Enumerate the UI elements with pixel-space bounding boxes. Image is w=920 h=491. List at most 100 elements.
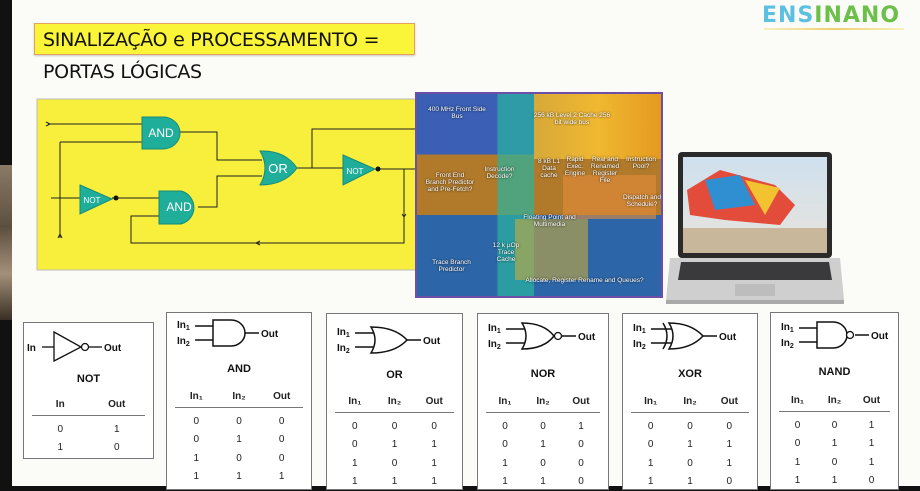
truth-table-cell: 1 <box>816 475 853 486</box>
truth-table-cell: 1 <box>524 439 562 450</box>
input2-label: In2 <box>337 343 350 355</box>
logic-circuit-diagram: AND AND OR NOT NOT <box>30 90 420 280</box>
column-header: In₂ <box>816 395 853 406</box>
truth-table-cell: 0 <box>32 424 89 435</box>
output-label: Out <box>719 332 737 343</box>
or-gate-symbol: In1 In2 Out <box>335 324 464 358</box>
ensinano-logo: ENSINANO <box>762 3 900 28</box>
truth-table-cell: 0 <box>335 439 375 450</box>
truth-table-cell: 0 <box>175 434 218 445</box>
truth-table-cell: 1 <box>779 475 816 486</box>
chip-label: Instruction Decode? <box>477 166 522 180</box>
input2-label: In2 <box>488 339 501 351</box>
truth-table-cell: 1 <box>89 424 146 435</box>
chip-label: 400 MHz Front Side Bus <box>427 106 487 120</box>
logo-part2: INANO <box>814 3 900 28</box>
truth-table-cell: 1 <box>335 476 375 487</box>
truth-table-cell: 1 <box>375 439 415 450</box>
truth-table-cell: 0 <box>218 453 261 464</box>
logo-part1: ENS <box>762 3 814 28</box>
column-header: Out <box>710 396 749 407</box>
output-label: Out <box>871 331 889 342</box>
chip-label: Trace Branch Predictor <box>429 259 474 273</box>
gate-name: NOT <box>24 373 153 385</box>
webcam-thumbnail <box>0 165 12 320</box>
and-gate-symbol: In1 In2 Out <box>175 317 313 351</box>
column-header: In₂ <box>375 396 415 407</box>
input2-label: In2 <box>633 339 646 351</box>
chip-label: Real and Renamed Register File <box>587 156 623 184</box>
column-header: Out <box>260 391 303 402</box>
truth-table-cell: 0 <box>524 458 562 469</box>
chip-label: 256 kB Level 2 Cache 256 bit wide bus <box>532 112 612 126</box>
logo-underline <box>764 28 904 30</box>
input-label: In <box>27 343 36 354</box>
truth-table-cell: 0 <box>486 439 524 450</box>
input1-label: In1 <box>633 323 646 335</box>
column-header: In₁ <box>486 396 524 407</box>
not-gate-symbol: In Out <box>24 328 155 364</box>
truth-table-cell: 1 <box>816 438 853 449</box>
nor-gate-symbol: In1 In2 Out <box>486 320 610 354</box>
chip-label: Dispatch and Schedule? <box>623 194 661 208</box>
input1-label: In1 <box>781 322 794 334</box>
chip-label: 12 k µOp Trace Cache <box>492 242 520 263</box>
truth-table-cell: 0 <box>710 476 749 487</box>
chip-label: Rapid Exec. Engine <box>561 156 589 177</box>
column-header: In₁ <box>631 396 670 407</box>
truth-table-cell: 0 <box>218 416 261 427</box>
output-label: Out <box>578 332 596 343</box>
column-header: In₂ <box>524 396 562 407</box>
column-header: In₁ <box>779 395 816 406</box>
truth-table-cell: 0 <box>631 439 670 450</box>
column-header: Out <box>562 396 600 407</box>
chip-label: 8 kB L1 Data cache <box>535 158 563 179</box>
nand-gate-symbol: In1 In2 Out <box>779 319 900 353</box>
xor-gate-symbol: In1 In2 Out <box>631 320 759 354</box>
not-label-left: NOT <box>84 196 101 205</box>
column-header: Out <box>853 395 890 406</box>
truth-table-cell: 1 <box>562 421 600 432</box>
column-header: Out <box>89 399 146 410</box>
chip-label: Front End Branch Predictor and Pre-Fetch… <box>425 172 475 193</box>
truth-table-cell: 0 <box>375 421 415 432</box>
truth-table-cell: 0 <box>375 458 415 469</box>
chip-label: Allocate, Register Rename and Queues? <box>517 277 652 284</box>
truth-table-cell: 1 <box>670 439 709 450</box>
truth-table-cell: 1 <box>218 434 261 445</box>
junction-dot <box>376 167 381 172</box>
column-header: In <box>32 399 89 410</box>
gate-name: OR <box>327 369 462 381</box>
l2-cache-region <box>534 94 661 159</box>
truth-table-cell: 1 <box>414 439 454 450</box>
truth-table-cell: 0 <box>175 416 218 427</box>
truth-table-cell: 0 <box>853 475 890 486</box>
or-label: OR <box>268 161 288 176</box>
truth-table-cell: 0 <box>260 416 303 427</box>
column-header: In₁ <box>335 396 375 407</box>
truth-table-cell: 0 <box>816 420 853 431</box>
and-label-2: AND <box>166 200 192 214</box>
